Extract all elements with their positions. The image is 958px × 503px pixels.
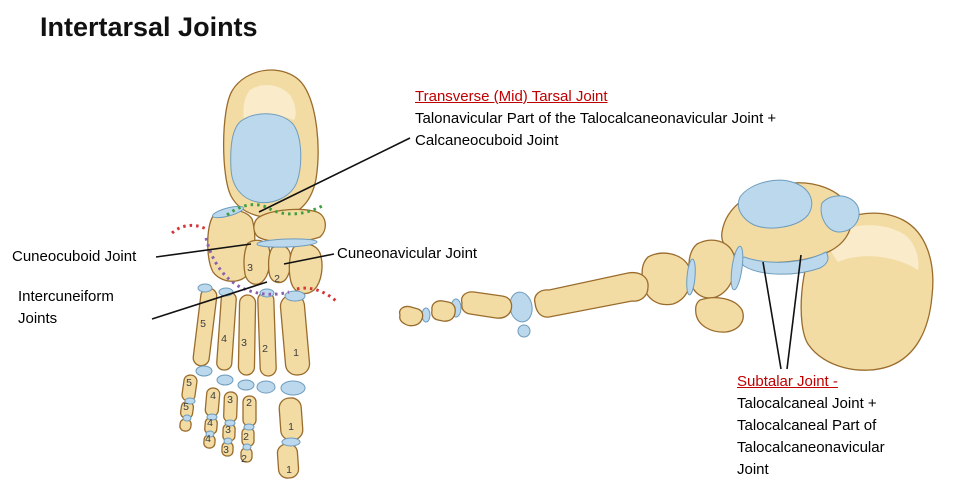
bone-number: 5	[186, 377, 192, 389]
bone-number-labels: 3 2 5 4 3 2 1 5 4 3 2 5 4 3 2 4 3 2 1 1	[183, 262, 299, 476]
pointer-lines	[151, 137, 802, 370]
bone-number: 5	[200, 318, 206, 330]
cuneonavicular-joint-cartilage-lateral	[686, 258, 696, 296]
middle-phalanx-lateral	[431, 300, 456, 322]
phalanx-bones	[179, 374, 304, 479]
joint-marker-dotted-lines	[170, 203, 338, 303]
transverse-tarsal-dotted-line-lateral	[170, 224, 209, 235]
transverse-tarsal-heading: Transverse (Mid) Tarsal Joint	[415, 88, 608, 105]
subtalar-desc-3: Talocalcaneonavicular	[737, 439, 885, 456]
ip-cartilage	[205, 430, 215, 438]
ip-cartilage	[206, 413, 218, 421]
subtalar-pointer-line-1	[762, 261, 782, 370]
page-title: Intertarsal Joints	[40, 12, 258, 42]
bone-number: 2	[243, 431, 249, 443]
posterior-subtalar-facet-cartilage	[820, 195, 860, 233]
ip-cartilage	[281, 437, 301, 447]
transverse-tarsal-dotted-line-medial	[296, 286, 338, 303]
bone-number: 3	[227, 394, 233, 406]
ip-cartilage	[224, 419, 236, 427]
sesamoid-cartilage	[517, 324, 531, 338]
bone-number: 2	[274, 273, 280, 285]
transverse-tarsal-desc-2: Calcaneocuboid Joint	[415, 132, 559, 149]
subtalar-annotation: Subtalar Joint - Talocalcaneal Joint + T…	[737, 371, 885, 481]
talar-trochlea-cartilage	[230, 113, 302, 204]
transverse-tarsal-annotation: Transverse (Mid) Tarsal Joint Talonavicu…	[415, 86, 776, 152]
proximal-phalanx-1	[278, 397, 304, 441]
metatarsal-4	[216, 291, 237, 371]
distal-phalanx-lateral	[398, 305, 424, 327]
metatarsophalangeal-cartilage	[195, 365, 306, 396]
intercuneiform-label-line-2: Joints	[18, 310, 58, 327]
subtalar-heading: Subtalar Joint -	[737, 373, 838, 390]
bone-number: 4	[221, 333, 227, 345]
ip-cartilage	[182, 414, 192, 422]
bone-number: 3	[247, 262, 253, 274]
bone-number: 1	[293, 347, 299, 359]
bone-number: 2	[241, 453, 247, 465]
bone-number: 1	[288, 421, 294, 433]
ip-cartilage	[223, 437, 233, 445]
metatarsal-1	[279, 294, 311, 376]
calcaneus-highlight-lateral	[828, 225, 919, 270]
intermediate-cuneiform-bone	[267, 244, 292, 284]
intercuneiform-pointer-line	[151, 281, 268, 320]
tarsometatarsal-cartilage-1	[284, 290, 306, 302]
interphalangeal-cartilage	[182, 397, 301, 451]
metatarsal-3	[237, 294, 257, 376]
calcaneocuboid-joint-cartilage	[212, 205, 244, 219]
midtarsal-dotted-line	[204, 237, 290, 296]
ip-cartilage	[184, 397, 196, 405]
bone-number: 5	[183, 401, 189, 413]
transverse-tarsal-desc-1: Talonavicular Part of the Talocalcaneona…	[415, 110, 777, 127]
cuneonavicular-pointer-line	[283, 253, 335, 265]
ip-cartilage	[242, 443, 252, 451]
calcaneus-highlight	[243, 85, 296, 120]
bone-number: 1	[286, 464, 292, 476]
cuneonavicular-label: Cuneonavicular Joint	[337, 245, 478, 262]
mtp-cartilage-2	[256, 380, 276, 394]
cuneonavicular-joint-cartilage	[256, 238, 318, 248]
lateral-foot-illustration	[398, 179, 934, 371]
transverse-tarsal-pointer-line	[258, 137, 411, 213]
cuboid-bone-lateral	[694, 297, 744, 333]
bone-number: 2	[262, 343, 268, 355]
bone-number: 4	[205, 433, 211, 445]
mtp-cartilage-3	[237, 379, 255, 391]
mtp-cartilage-5	[195, 365, 213, 377]
cuneocuboid-pointer-line	[155, 243, 252, 258]
subtalar-desc-4: Joint	[737, 461, 769, 478]
transverse-tarsal-dotted-line	[226, 203, 323, 217]
mtp-cartilage-1	[280, 380, 306, 396]
dorsal-foot-illustration	[170, 69, 338, 479]
bone-number: 3	[225, 424, 231, 436]
mtp-cartilage-4	[216, 374, 234, 386]
tarsometatarsal-cartilage-2	[259, 288, 275, 298]
bone-number: 3	[241, 337, 247, 349]
tarsometatarsal-cartilage-5	[197, 283, 213, 293]
bone-number: 4	[207, 417, 213, 429]
ip-cartilage	[243, 423, 255, 431]
metatarsal-2	[257, 291, 277, 377]
intercuneiform-label: Intercuneiform Joints	[18, 286, 114, 330]
metatarsal-bones	[192, 287, 311, 377]
navicular-bone	[253, 208, 326, 243]
subtalar-desc-2: Talocalcaneal Part of	[737, 417, 877, 434]
cuneocuboid-label: Cuneocuboid Joint	[12, 248, 137, 265]
subtalar-desc-1: Talocalcaneal Joint +	[737, 395, 877, 412]
bone-number: 3	[223, 444, 229, 456]
bone-number: 2	[246, 397, 252, 409]
cuneiform-bone-lateral	[641, 252, 692, 306]
talonavicular-joint-cartilage	[730, 245, 744, 291]
bone-number: 4	[210, 390, 216, 402]
subtalar-pointer-line-2	[786, 254, 802, 370]
talar-trochlea-cartilage-lateral	[737, 179, 813, 229]
proximal-phalanx-lateral	[460, 291, 513, 319]
medial-cuneiform-bone	[288, 243, 323, 295]
metatarsal-bone-lateral	[534, 271, 649, 318]
intercuneiform-label-line-1: Intercuneiform	[18, 288, 114, 305]
